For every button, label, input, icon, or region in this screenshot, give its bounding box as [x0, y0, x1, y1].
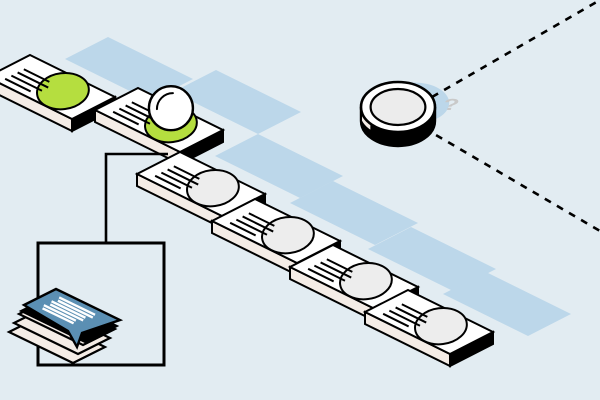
elbow-connector — [104, 152, 168, 245]
sphere-marker[interactable] — [147, 84, 195, 132]
card-shadow-5 — [368, 227, 496, 291]
help-puck-group[interactable]: ? — [359, 80, 462, 148]
status-badge-gray[interactable] — [260, 214, 316, 256]
detail-panel-group — [6, 241, 166, 367]
connector-group — [104, 152, 168, 245]
question-mark-icon: ? — [440, 95, 461, 113]
card-text-line — [10, 74, 43, 92]
book-cover-line — [57, 299, 94, 319]
card-text-line — [118, 107, 151, 125]
card-text-line — [395, 306, 427, 324]
document-card-2[interactable] — [92, 84, 226, 166]
card-shadow-group — [65, 37, 571, 336]
card-text-line — [4, 77, 32, 93]
card-shadow-4 — [290, 181, 418, 245]
document-card-3[interactable] — [134, 150, 268, 230]
book-cover-line — [49, 303, 84, 322]
card-text-line — [401, 303, 428, 318]
card-text-line — [313, 264, 346, 282]
book-cover-line — [58, 296, 96, 316]
card-shadow-2 — [173, 70, 301, 134]
dashed-ray-lower-right — [423, 126, 600, 233]
card-text-line — [320, 261, 352, 279]
card-text-line — [167, 168, 199, 186]
document-card-group — [0, 53, 496, 368]
card-text-line — [173, 165, 200, 180]
card-text-lines — [382, 303, 428, 328]
dashed-ray-group — [423, 0, 600, 233]
card-text-lines — [229, 212, 275, 237]
card-text-lines — [154, 165, 200, 190]
card-text-line — [248, 212, 275, 227]
card-shadow-1 — [65, 37, 193, 101]
card-text-line — [382, 312, 410, 328]
card-text-line — [242, 215, 274, 233]
card-text-lines — [307, 258, 353, 283]
card-text-line — [17, 71, 49, 89]
status-badge-gray[interactable] — [413, 305, 469, 347]
card-text-line — [235, 218, 268, 236]
card-text-line — [388, 309, 421, 327]
card-text-line — [229, 221, 257, 237]
card-text-line — [326, 258, 353, 273]
book-cover-lines — [42, 296, 96, 325]
document-card-6[interactable] — [362, 288, 496, 368]
status-badge-gray[interactable] — [338, 260, 394, 302]
help-puck-face — [369, 87, 427, 127]
card-text-line — [160, 171, 193, 189]
card-shadow-6 — [443, 272, 571, 336]
card-text-line — [154, 174, 182, 190]
sphere-highlight-icon — [155, 92, 174, 111]
book-cover-line — [42, 307, 75, 325]
book-cover-line — [43, 304, 77, 322]
book-cover-line — [50, 300, 86, 319]
status-badge-gray[interactable] — [185, 167, 241, 209]
card-text-line — [307, 267, 335, 283]
status-badge-green[interactable] — [35, 70, 91, 112]
card-text-line — [112, 110, 140, 126]
card-text-line — [23, 68, 50, 83]
card-shadow-3 — [215, 134, 343, 198]
dashed-ray-upper-right — [431, 0, 600, 99]
card-text-lines — [4, 68, 50, 93]
